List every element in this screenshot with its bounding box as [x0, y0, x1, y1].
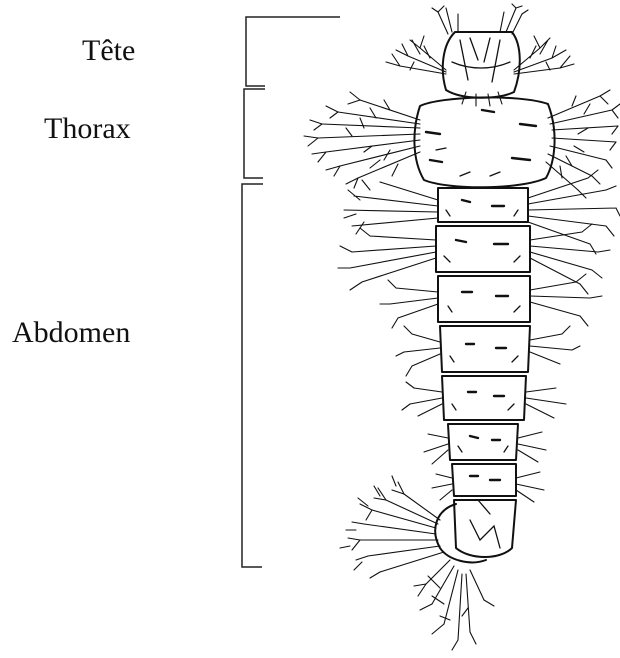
head-bracket	[246, 17, 340, 86]
larva-abdomen	[338, 170, 620, 650]
thorax-bracket	[244, 89, 265, 178]
abdomen-bracket	[242, 184, 263, 567]
larva-illustration	[304, 4, 620, 650]
larva-head	[386, 4, 574, 106]
larva-thorax	[304, 90, 620, 198]
